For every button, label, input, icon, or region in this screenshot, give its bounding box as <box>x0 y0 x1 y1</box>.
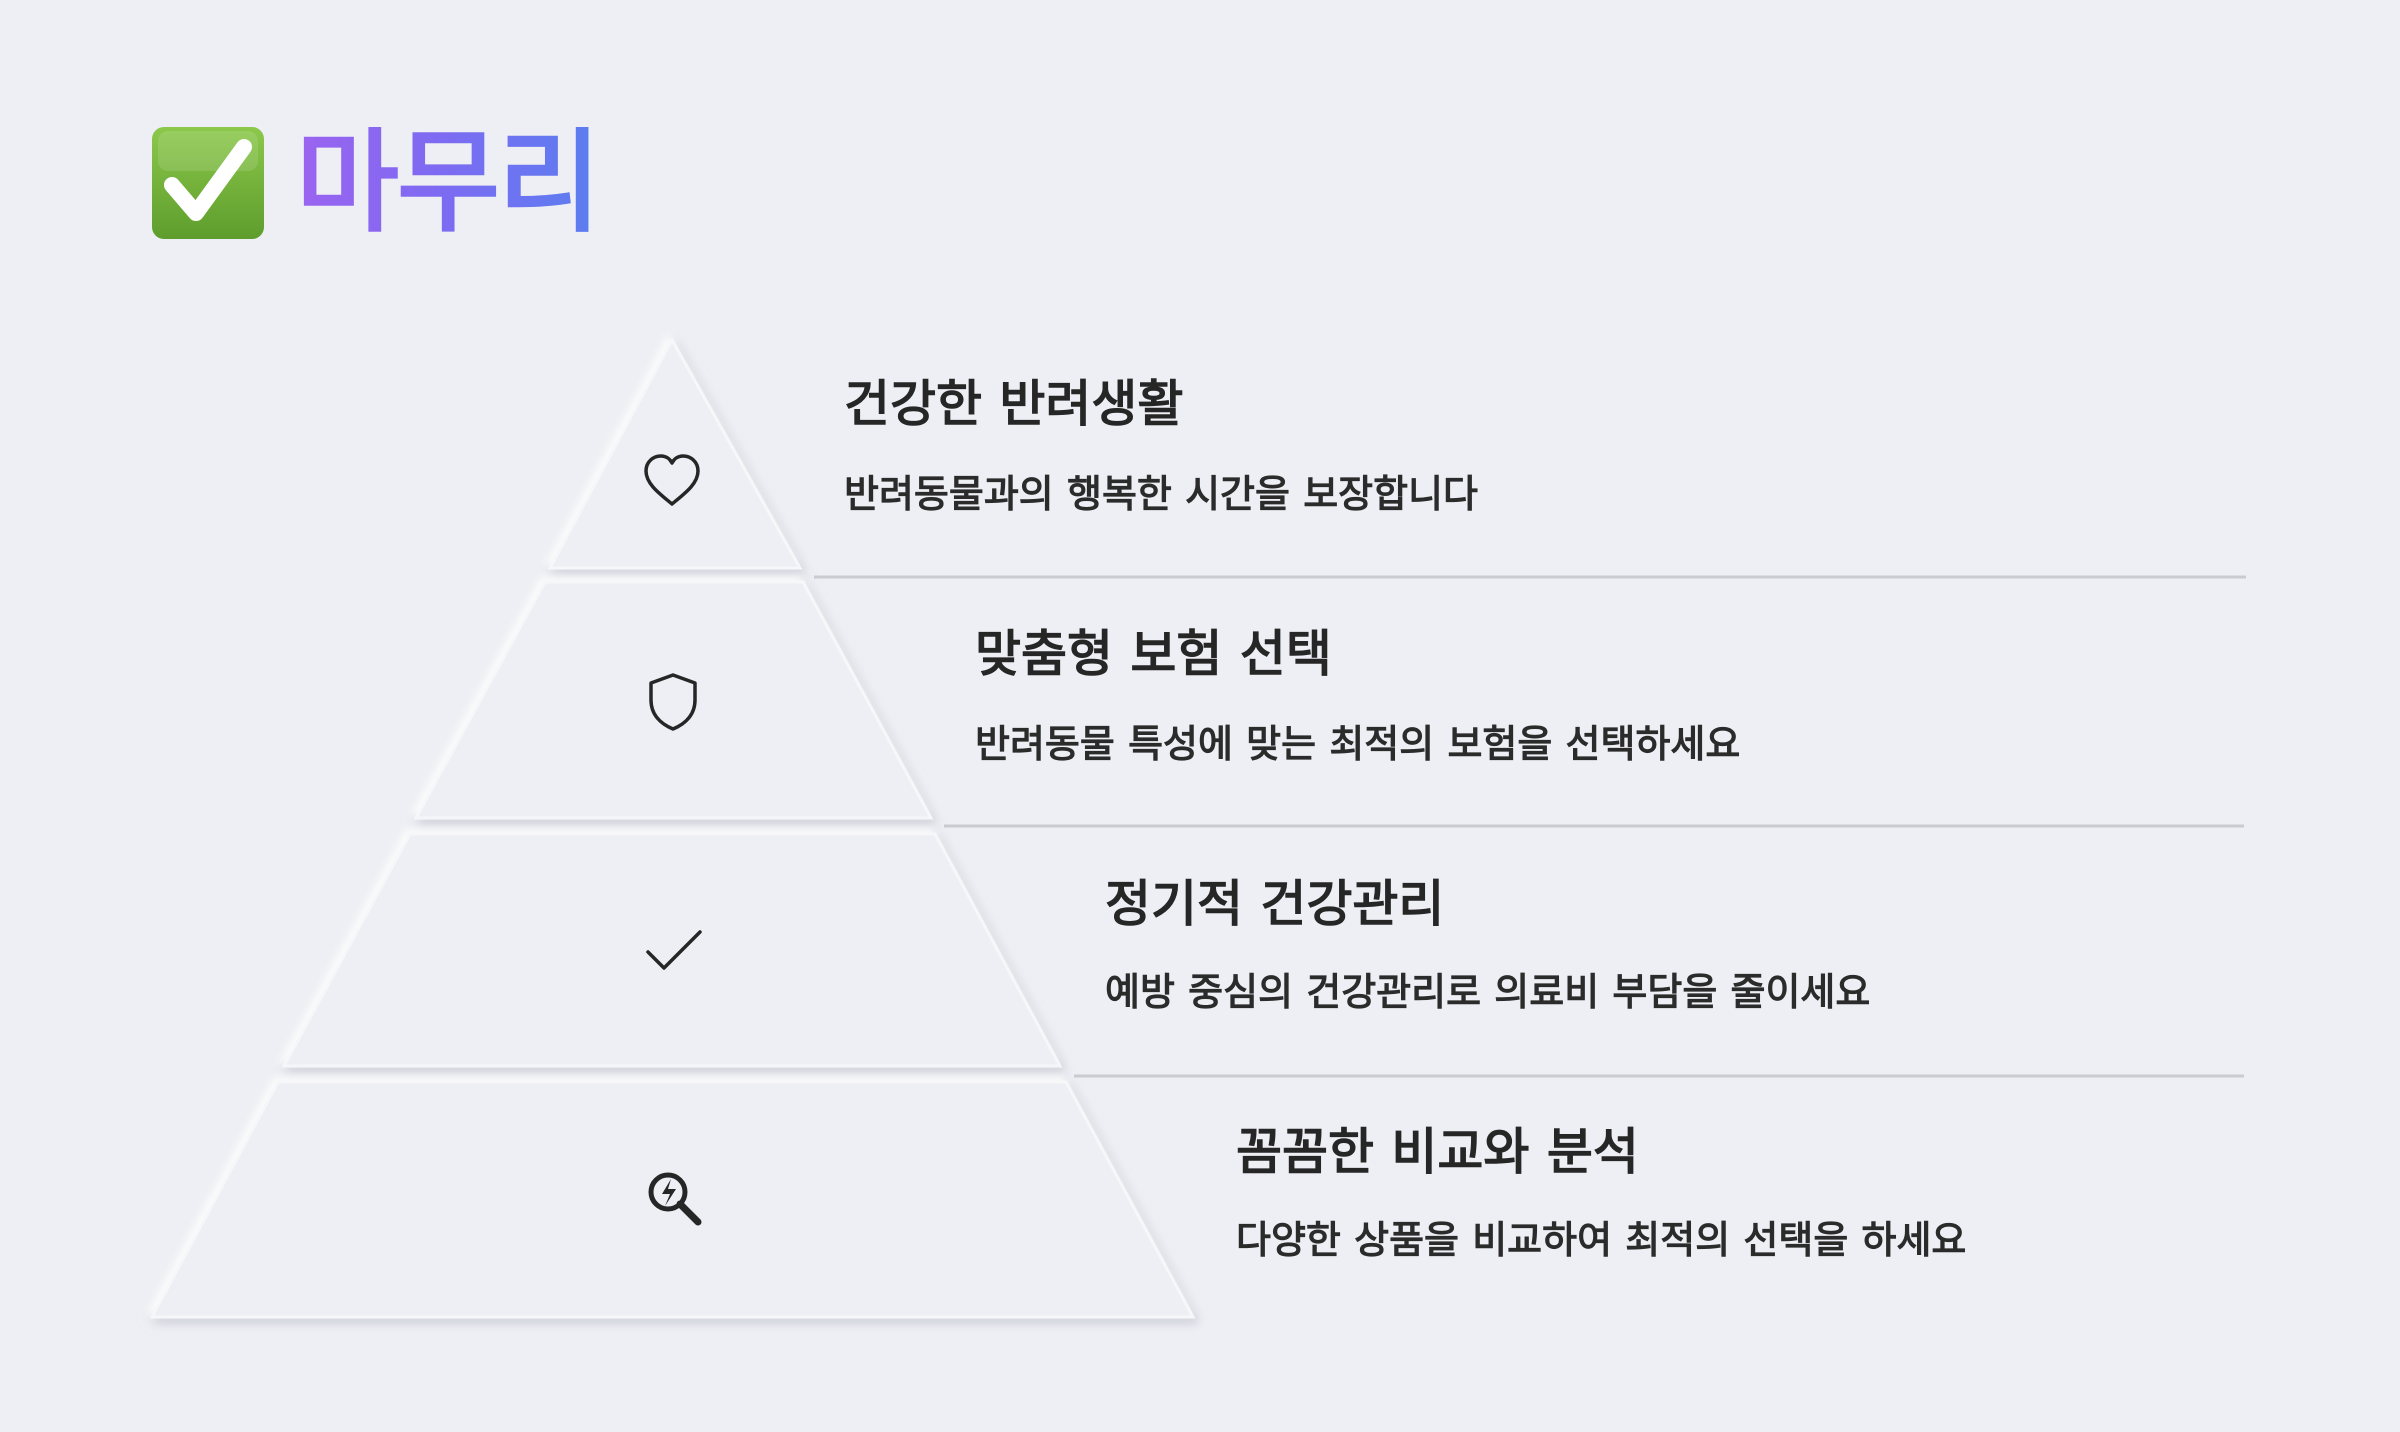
pyramid-level-4 <box>149 1080 1196 1319</box>
level-4-title: 꼼꼼한 비교와 분석 <box>1236 1123 1639 1181</box>
shield-icon <box>649 673 697 731</box>
level-1-description: 반려동물과의 행복한 시간을 보장합니다 <box>844 472 1479 516</box>
pyramid-level-1 <box>547 336 803 570</box>
level-3-description: 예방 중심의 건강관리로 의료비 부담을 줄이세요 <box>1105 970 1871 1014</box>
level-1-title: 건강한 반려생활 <box>844 375 1184 433</box>
search-analysis-icon <box>648 1172 702 1226</box>
pyramid-level-2 <box>413 580 934 820</box>
level-3-title: 정기적 건강관리 <box>1105 875 1445 933</box>
level-4-description: 다양한 상품을 비교하여 최적의 선택을 하세요 <box>1236 1218 1967 1262</box>
check-mark-button-icon <box>152 126 264 239</box>
pyramid-level-3 <box>281 832 1063 1068</box>
heart-icon <box>644 454 700 506</box>
check-icon <box>646 930 702 970</box>
title-text: 마무리 <box>296 117 601 248</box>
page-title: 마무리 <box>150 117 601 248</box>
level-2-title: 맞춤형 보험 선택 <box>975 625 1332 683</box>
level-2-description: 반려동물 특성에 맞는 최적의 보험을 선택하세요 <box>975 722 1741 766</box>
